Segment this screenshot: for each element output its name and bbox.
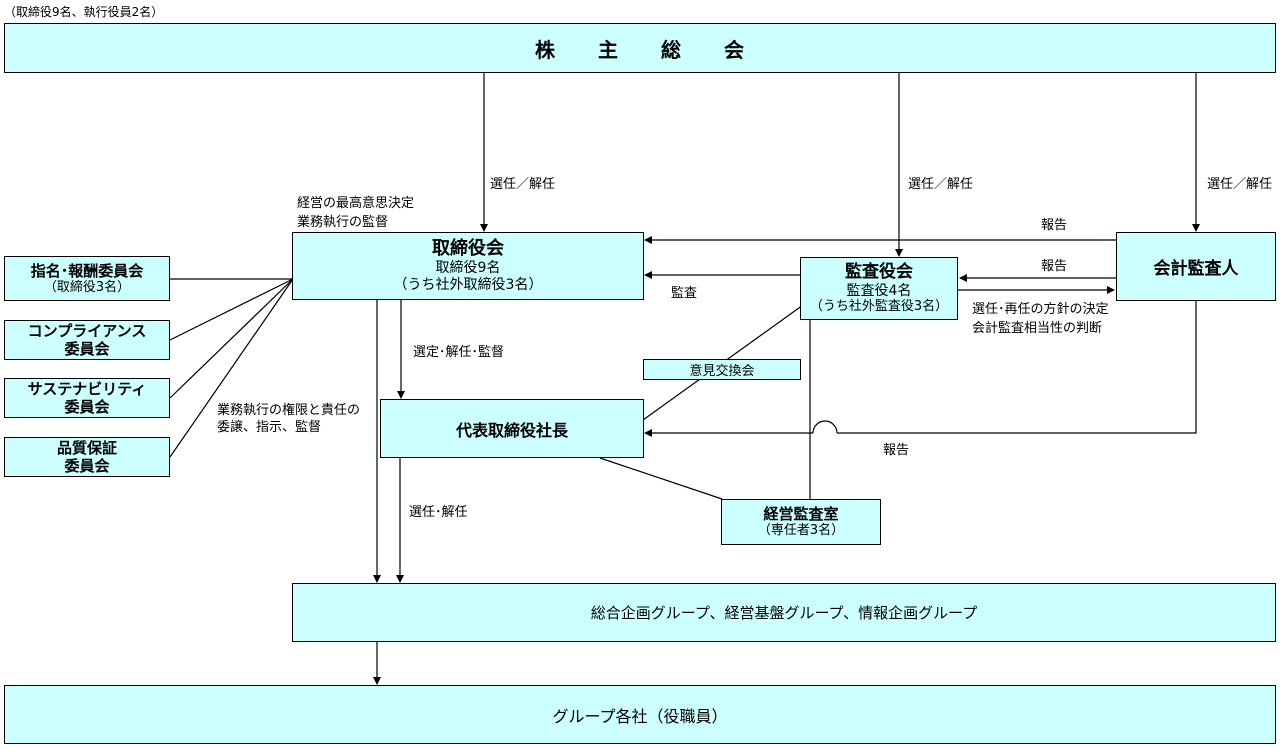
line-quality-board [169, 278, 294, 458]
label-report-president: 報告 [883, 443, 910, 458]
board-members: 取締役9名 [435, 260, 501, 276]
label-audit: 監査 [671, 286, 698, 301]
label-report-board: 報告 [1041, 218, 1068, 233]
label-policy-1: 選任･再任の方針の決定 [972, 302, 1109, 317]
label-board-role-2: 業務執行の監督 [297, 215, 389, 230]
label-select-dismiss-supervise: 選定･解任･監督 [413, 345, 505, 360]
arrow-accounting-president-report [837, 301, 1197, 434]
auditors-board-box: 監査役会 監査役4名 （うち社外監査役3名） [800, 257, 958, 320]
board-title: 取締役会 [432, 238, 504, 260]
president-title: 代表取締役社長 [455, 420, 568, 440]
accounting-auditor-title: 会計監査人 [1153, 259, 1239, 279]
auditors-members: 監査役4名 [846, 282, 912, 299]
president-box: 代表取締役社長 [380, 399, 644, 458]
label-delegate-2: 委譲、指示、監督 [217, 420, 322, 435]
group-companies-box: グループ各社（役職員） [4, 685, 1276, 744]
nomination-committee-title: 指名･報酬委員会 [30, 261, 144, 280]
board-outside-members: （うち社外取締役3名） [393, 276, 543, 293]
auditors-outside-members: （うち社外監査役3名） [809, 299, 949, 315]
line-sustainability-board [169, 278, 294, 399]
line-president-internal-audit [599, 457, 723, 500]
groups-title: 総合企画グループ、経営基盤グループ、情報企画グループ [590, 604, 978, 622]
shareholders-meeting-title: 株 主 総 会 [535, 37, 745, 62]
label-elect-accounting: 選任／解任 [1207, 177, 1273, 192]
internal-audit-title: 経営監査室 [763, 505, 839, 524]
quality-committee-line1: 品質保証 [56, 439, 117, 457]
compliance-committee-line1: コンプライアンス [27, 322, 147, 340]
sustainability-committee-line2: 委員会 [64, 398, 110, 416]
sustainability-committee-line1: サステナビリティ [27, 380, 147, 398]
quality-committee-line2: 委員会 [64, 457, 110, 475]
label-elect-board: 選任／解任 [490, 177, 556, 192]
shareholders-meeting-box: 株 主 総 会 [4, 23, 1276, 73]
nomination-committee-members: （取締役3名） [43, 279, 131, 295]
auditors-board-title: 監査役会 [845, 262, 913, 283]
accounting-auditor-box: 会計監査人 [1116, 232, 1276, 301]
label-elect-dismiss-groups: 選任･解任 [409, 505, 468, 520]
internal-audit-box: 経営監査室 （専任者3名） [721, 499, 881, 545]
internal-audit-members: （専任者3名） [757, 523, 845, 539]
groups-box: 総合企画グループ、経営基盤グループ、情報企画グループ [292, 583, 1276, 642]
label-board-role-1: 経営の最高意思決定 [297, 196, 415, 211]
label-report-auditors: 報告 [1041, 259, 1068, 274]
sustainability-committee-box: サステナビリティ 委員会 [4, 378, 170, 418]
board-composition-note: （取締役9名、執行役員2名） [4, 5, 164, 19]
board-box: 取締役会 取締役9名 （うち社外取締役3名） [292, 232, 644, 300]
nomination-committee-box: 指名･報酬委員会 （取締役3名） [4, 256, 170, 301]
line-compliance-board [169, 278, 294, 341]
label-policy-2: 会計監査相当性の判断 [972, 321, 1103, 336]
opinion-exchange-label: 意見交換会 [689, 364, 755, 379]
group-companies-title: グループ各社（役職員） [552, 706, 728, 726]
quality-committee-box: 品質保証 委員会 [4, 437, 170, 477]
opinion-exchange-box: 意見交換会 [643, 359, 801, 380]
compliance-committee-line2: 委員会 [64, 340, 110, 358]
label-delegate-1: 業務執行の権限と責任の [217, 403, 361, 418]
compliance-committee-box: コンプライアンス 委員会 [4, 320, 170, 360]
label-elect-auditors: 選任／解任 [908, 177, 974, 192]
